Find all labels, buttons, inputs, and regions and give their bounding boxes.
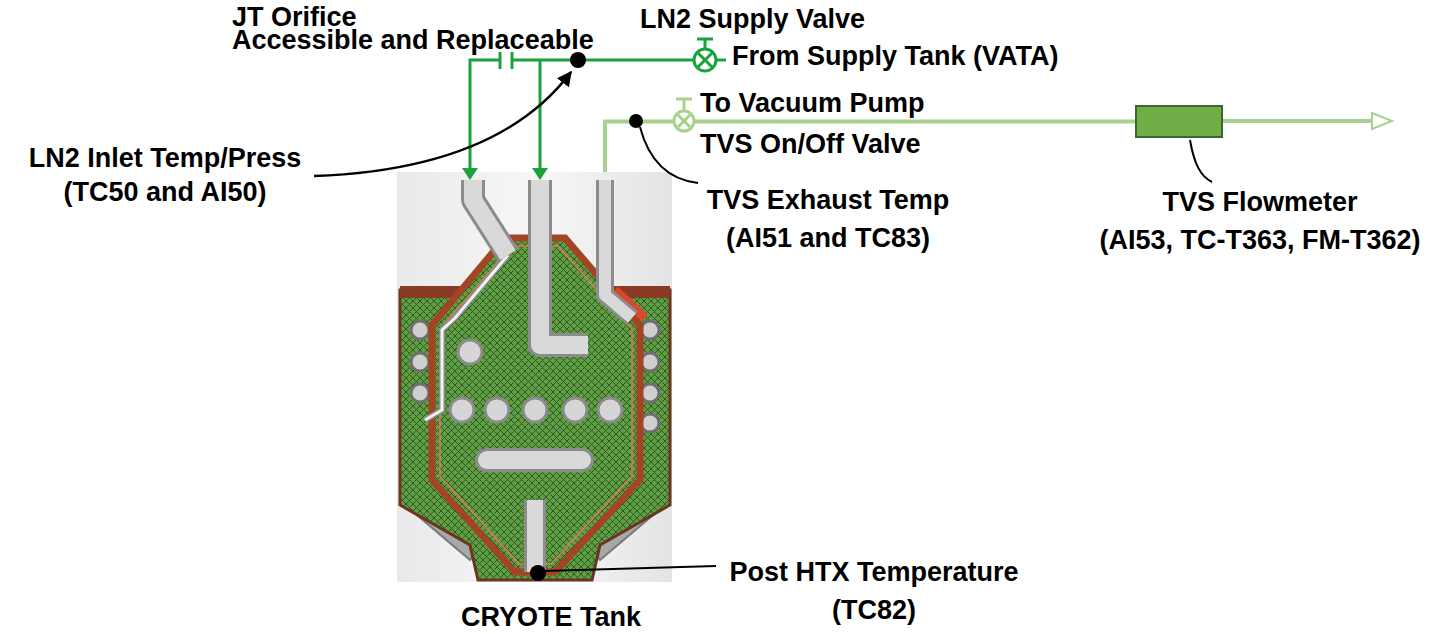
pipe [527,500,543,572]
leader-line [1190,140,1212,182]
callout-label: Accessible and Replaceable [232,27,594,54]
thin-tube [425,255,508,420]
jt-orifice-symbol [500,52,512,69]
ln2-supply-line [462,60,726,180]
tank-background [397,172,672,582]
heat-exchanger-tube [450,340,622,460]
leader-line [640,127,698,183]
callout-label: LN2 Inlet Temp/Press (TC50 and AI50) [5,141,325,209]
valve-symbol [697,39,713,67]
valve-symbol [694,39,716,71]
valve-symbol [674,99,694,131]
heat-exchanger-tube [563,398,587,422]
pipe [605,180,632,318]
heat-exchanger-tube [523,398,547,422]
jacket-tube [641,353,659,371]
vacuum-line [1223,113,1392,129]
node-text-group: CRYOTE Tank [401,604,701,631]
leader-line [544,566,716,571]
jacket-tube [641,414,659,432]
pipe [540,180,588,345]
callout-label: From Supply Tank (VATA) [732,43,1059,70]
heat-exchanger-tube [485,398,509,422]
callout-label: TVS On/Off Valve [700,131,921,158]
callout-label: Post HTX Temperature (TC82) [704,553,1044,629]
pipe [473,180,508,255]
flowmeter-box: TVS Flowmeter(AI53, TC-T363, FM-T362) [1135,105,1223,138]
vacuum-line [1223,119,1374,123]
callout-label: LN2 Supply Valve [640,6,865,33]
tank-background [397,172,672,582]
valve-symbol [676,99,692,127]
pipe [524,500,546,572]
callout-label: TVS Exhaust Temp (AI51 and TC83) [683,181,973,257]
leader-line [544,566,716,571]
heat-exchanger-tube [458,340,482,364]
heat-exchanger-tube [487,451,582,469]
thin-tube [425,255,508,420]
ln2-supply-line [462,168,478,180]
temperature-sensor-dot [530,565,546,581]
pressure-sensor-dot [570,52,586,68]
leader-line [640,127,1212,183]
pipe [473,180,632,572]
ln2-supply-line [470,60,726,170]
jacket-tube [641,384,659,402]
jacket-tube [411,321,429,339]
heat-exchanger-tube [487,448,582,472]
pipe [540,180,588,345]
node-label: TVS Flowmeter [1090,183,1430,221]
jacket-tube [411,384,429,402]
node-label: CRYOTE Tank [401,604,701,631]
jacket-tube [641,321,659,339]
leader-line [314,72,571,176]
pressure-sensor-dot [570,52,586,68]
heat-exchanger-tube [450,398,474,422]
heat-exchanger-tube [598,398,622,422]
leader-line [314,72,571,176]
node-text-group: TVS Flowmeter(AI53, TC-T363, FM-T362) [1090,183,1430,259]
callout-label: To Vacuum Pump [700,90,925,117]
tank-outline: CRYOTE Tank [397,172,672,582]
node-label: (AI53, TC-T363, FM-T362) [1090,221,1430,259]
jacket-tube [411,353,429,371]
pipe [473,180,508,255]
temperature-sensor-dot [530,565,546,581]
jt-orifice-symbol [500,52,512,69]
ln2-supply-line [532,168,548,180]
pipe [605,180,632,318]
temperature-sensor-dot [629,114,643,128]
vacuum-line [1372,113,1392,129]
temperature-sensor-dot [629,114,643,128]
